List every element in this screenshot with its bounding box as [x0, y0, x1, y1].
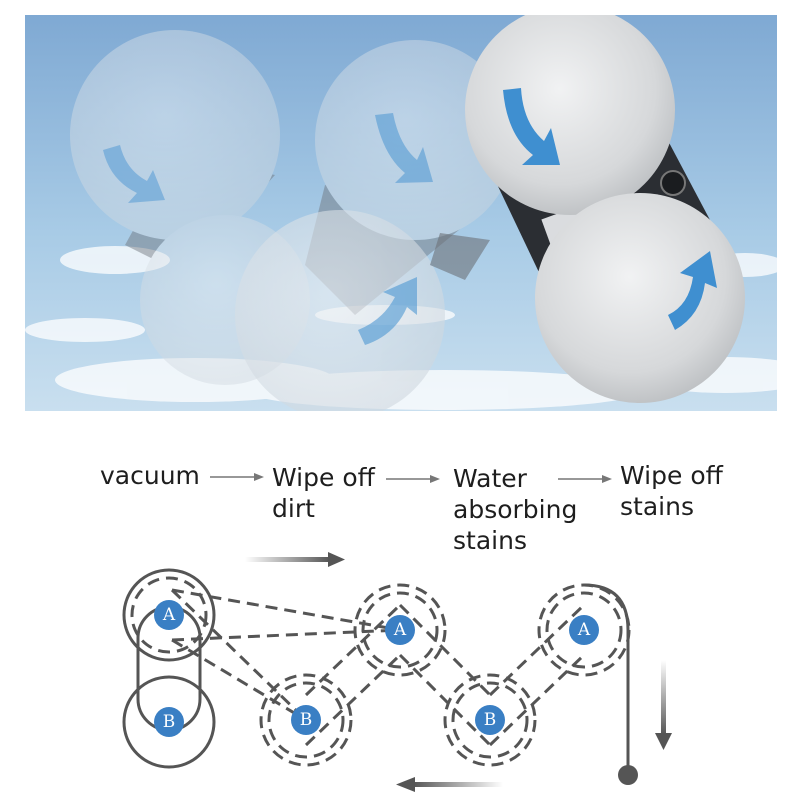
- dashed-path-trail: [130, 576, 631, 767]
- node-letter: A: [577, 620, 591, 640]
- ghost-robot-position-1: [70, 30, 310, 385]
- step-label-line: Wipe off: [620, 461, 723, 490]
- ghost-robot-position-3: [235, 210, 490, 411]
- step-wipe-off-stains: Wipe off stains: [620, 460, 723, 522]
- direction-arrow-down: [655, 660, 672, 750]
- step-arrow-right: [386, 475, 440, 483]
- step-wipe-off-dirt: Wipe off dirt: [272, 462, 375, 524]
- step-label-line: stains: [620, 492, 694, 521]
- path-node-a: A: [569, 615, 599, 645]
- direction-arrow-right: [245, 552, 345, 567]
- node-letter: A: [393, 620, 407, 640]
- step-label-line: Wipe off: [272, 463, 375, 492]
- start-robot-outline: [122, 568, 216, 769]
- path-end-marker: [583, 583, 638, 785]
- step-water-absorbing-stains: Water absorbing stains: [453, 463, 577, 556]
- step-vacuum: vacuum: [100, 460, 200, 491]
- window-cleaning-robot: [465, 15, 745, 403]
- path-node-b-start: B: [154, 707, 184, 737]
- path-node-b: B: [475, 705, 505, 735]
- rotation-arrows: [103, 88, 717, 345]
- process-steps: vacuum Wipe off dirt Water absorbing sta…: [0, 430, 800, 570]
- node-letter: A: [162, 605, 176, 625]
- step-arrow-right: [558, 475, 612, 483]
- product-hero-image: [25, 15, 777, 411]
- path-node-b: B: [291, 705, 321, 735]
- step-label-line: absorbing: [453, 495, 578, 524]
- step-arrow-right: [210, 473, 264, 481]
- node-letter: B: [484, 710, 497, 730]
- node-letter: B: [300, 710, 313, 730]
- cleaning-path-diagram: A B A B A B: [122, 552, 672, 792]
- path-node-a-start: A: [154, 600, 184, 630]
- direction-arrow-left: [396, 777, 503, 792]
- step-label-line: Water: [453, 464, 527, 493]
- step-label-line: vacuum: [100, 461, 200, 490]
- path-node-a: A: [385, 615, 415, 645]
- node-letter: B: [163, 712, 176, 732]
- step-label-line: dirt: [272, 494, 315, 523]
- step-label-line: stains: [453, 526, 527, 555]
